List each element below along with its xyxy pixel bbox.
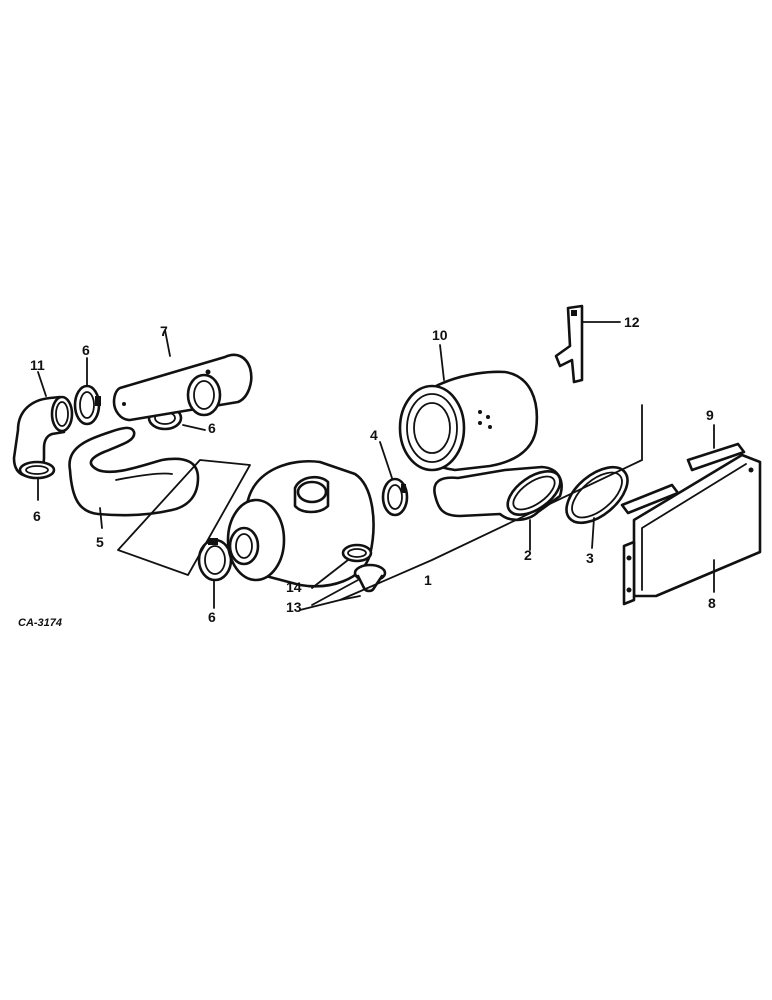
callout-5: 5: [96, 534, 104, 550]
hose-clamp-part-6-d: [197, 538, 233, 582]
bracket-part-12: [554, 304, 584, 384]
callout-6-b: 6: [208, 420, 216, 436]
callout-6-d: 6: [208, 609, 216, 625]
callout-7: 7: [160, 323, 168, 339]
ring-part-3: [565, 465, 629, 525]
callout-9: 9: [706, 407, 714, 423]
air-cleaner-body-part-1: [226, 459, 375, 588]
callout-12: 12: [624, 314, 640, 330]
drawing-code: CA-3174: [18, 617, 62, 629]
leader-lines: [37, 321, 715, 609]
callout-1: 1: [424, 572, 432, 588]
callout-6-c: 6: [33, 508, 41, 524]
gasket-plate-part-5: [117, 459, 251, 576]
callout-13: 13: [286, 599, 302, 615]
clamp-part-14: [341, 543, 373, 563]
callout-3: 3: [586, 550, 594, 566]
callout-6-a: 6: [82, 342, 90, 358]
hose-clamp-part-6-a: [73, 384, 101, 426]
inlet-hood-part-2: [433, 465, 563, 522]
callout-4: 4: [370, 427, 378, 443]
curved-hose-part-5: [68, 426, 200, 517]
callout-8: 8: [708, 595, 716, 611]
callout-2: 2: [524, 547, 532, 563]
callout-14: 14: [286, 579, 302, 595]
valve-part-13: [353, 563, 387, 593]
hose-clamp-part-6-b: [18, 460, 56, 480]
panel-part-8: [622, 453, 762, 606]
clamp-part-4: [381, 477, 409, 517]
tube-part-7: [112, 353, 253, 422]
callout-11: 11: [30, 357, 45, 373]
callout-10: 10: [432, 327, 448, 343]
group-bracket-part-1: [299, 404, 643, 611]
filter-element-part-10: [398, 370, 539, 472]
